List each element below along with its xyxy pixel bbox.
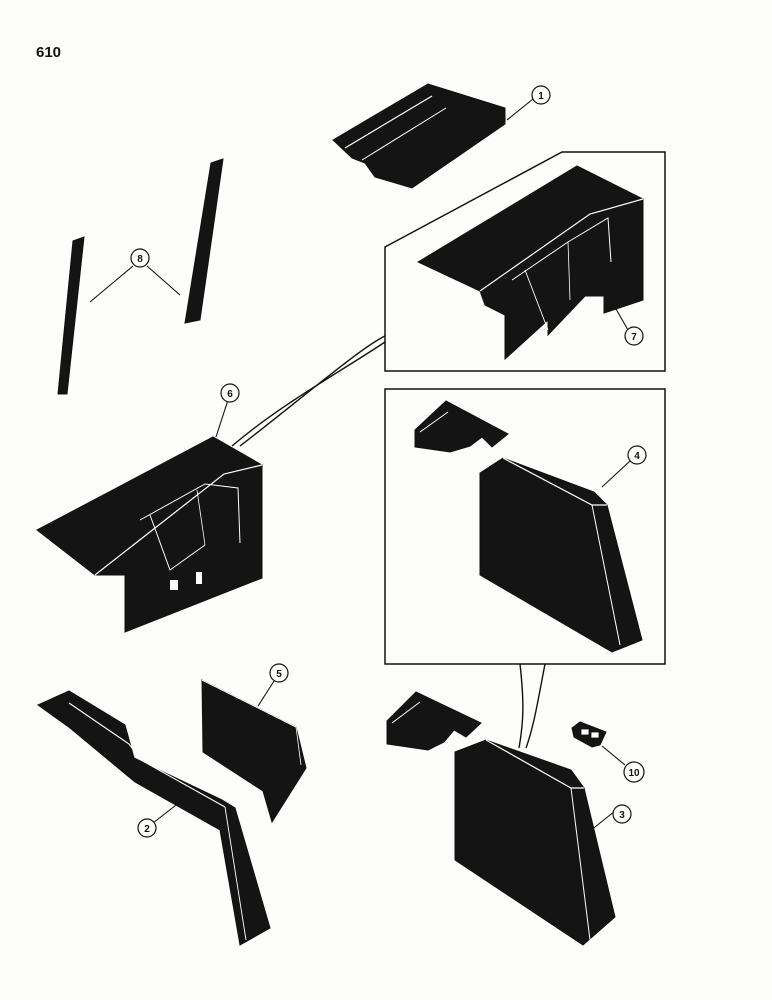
- svg-text:8: 8: [137, 254, 143, 265]
- callout-6: 6: [220, 383, 240, 403]
- svg-text:4: 4: [634, 451, 640, 462]
- part-5-panel: [201, 679, 307, 824]
- leader-10: [601, 745, 626, 766]
- callout-8: 8: [130, 248, 150, 268]
- callout-10: 10: [623, 761, 645, 783]
- part-8-strips: [57, 158, 224, 395]
- inset-part-4: [384, 388, 666, 665]
- svg-text:3: 3: [619, 810, 625, 821]
- callout-5: 5: [269, 663, 289, 683]
- part-2-trim: [37, 690, 271, 946]
- part-6-cover: [36, 436, 263, 633]
- leader-5: [257, 677, 277, 707]
- connector-6-to-inset-a-2: [239, 335, 386, 447]
- connector-3-to-inset-b: [518, 663, 524, 749]
- connector-3-to-inset-b-2: [525, 663, 546, 749]
- leader-3: [589, 810, 616, 832]
- leader-2: [152, 801, 181, 824]
- inset-part-7: [384, 151, 666, 372]
- leader-1: [506, 98, 534, 121]
- page-number: 610: [36, 44, 62, 61]
- leader-6: [215, 399, 229, 438]
- svg-text:6: 6: [227, 389, 233, 400]
- callout-3: 3: [612, 804, 632, 824]
- svg-text:1: 1: [538, 91, 544, 102]
- svg-text:5: 5: [276, 669, 282, 680]
- connector-6-to-inset-a: [231, 341, 386, 447]
- part-10-clip: [571, 721, 607, 748]
- leader-8b: [146, 265, 181, 296]
- leader-7: [611, 301, 629, 331]
- svg-text:7: 7: [631, 332, 637, 343]
- part-3-shield: [386, 691, 616, 946]
- svg-text:10: 10: [628, 768, 640, 779]
- part-1-mat: [332, 83, 506, 189]
- callout-2: 2: [137, 818, 157, 838]
- svg-text:2: 2: [144, 824, 150, 835]
- callout-7: 7: [624, 326, 644, 346]
- callout-4: 4: [627, 445, 647, 465]
- leader-8a: [89, 265, 134, 303]
- callout-1: 1: [531, 85, 551, 105]
- leader-4: [601, 460, 631, 488]
